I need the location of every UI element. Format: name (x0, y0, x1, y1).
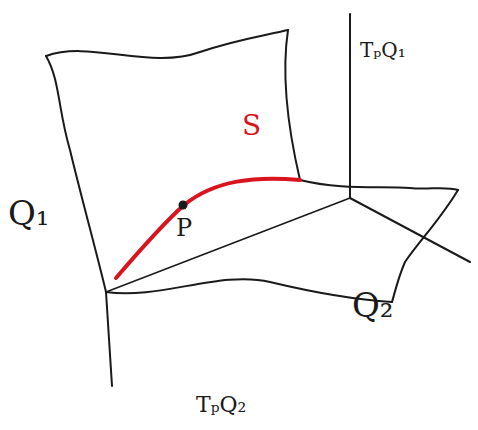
tangent-plane-edge (106, 292, 112, 386)
surface-q1-edge (46, 30, 288, 58)
surface-q1-edge (285, 30, 300, 180)
tangent-plane-label: TₚQ₁ (360, 40, 406, 60)
surface-label: Q₂ (352, 288, 394, 322)
point-label: P (176, 216, 192, 240)
intersection-curve (116, 179, 300, 278)
surface-q1-edge (46, 56, 106, 292)
surface-q2-edge (106, 279, 392, 302)
surface-label: Q₁ (8, 196, 50, 230)
surface-q2-edge (392, 190, 458, 302)
tangent-plane-edge (350, 198, 470, 262)
surface-q2-edge (300, 180, 458, 190)
tangent-plane-edge (349, 14, 351, 198)
point-dot (179, 201, 188, 210)
tangent-plane-label: TₚQ₂ (196, 394, 246, 416)
curve-label: S (242, 112, 261, 140)
